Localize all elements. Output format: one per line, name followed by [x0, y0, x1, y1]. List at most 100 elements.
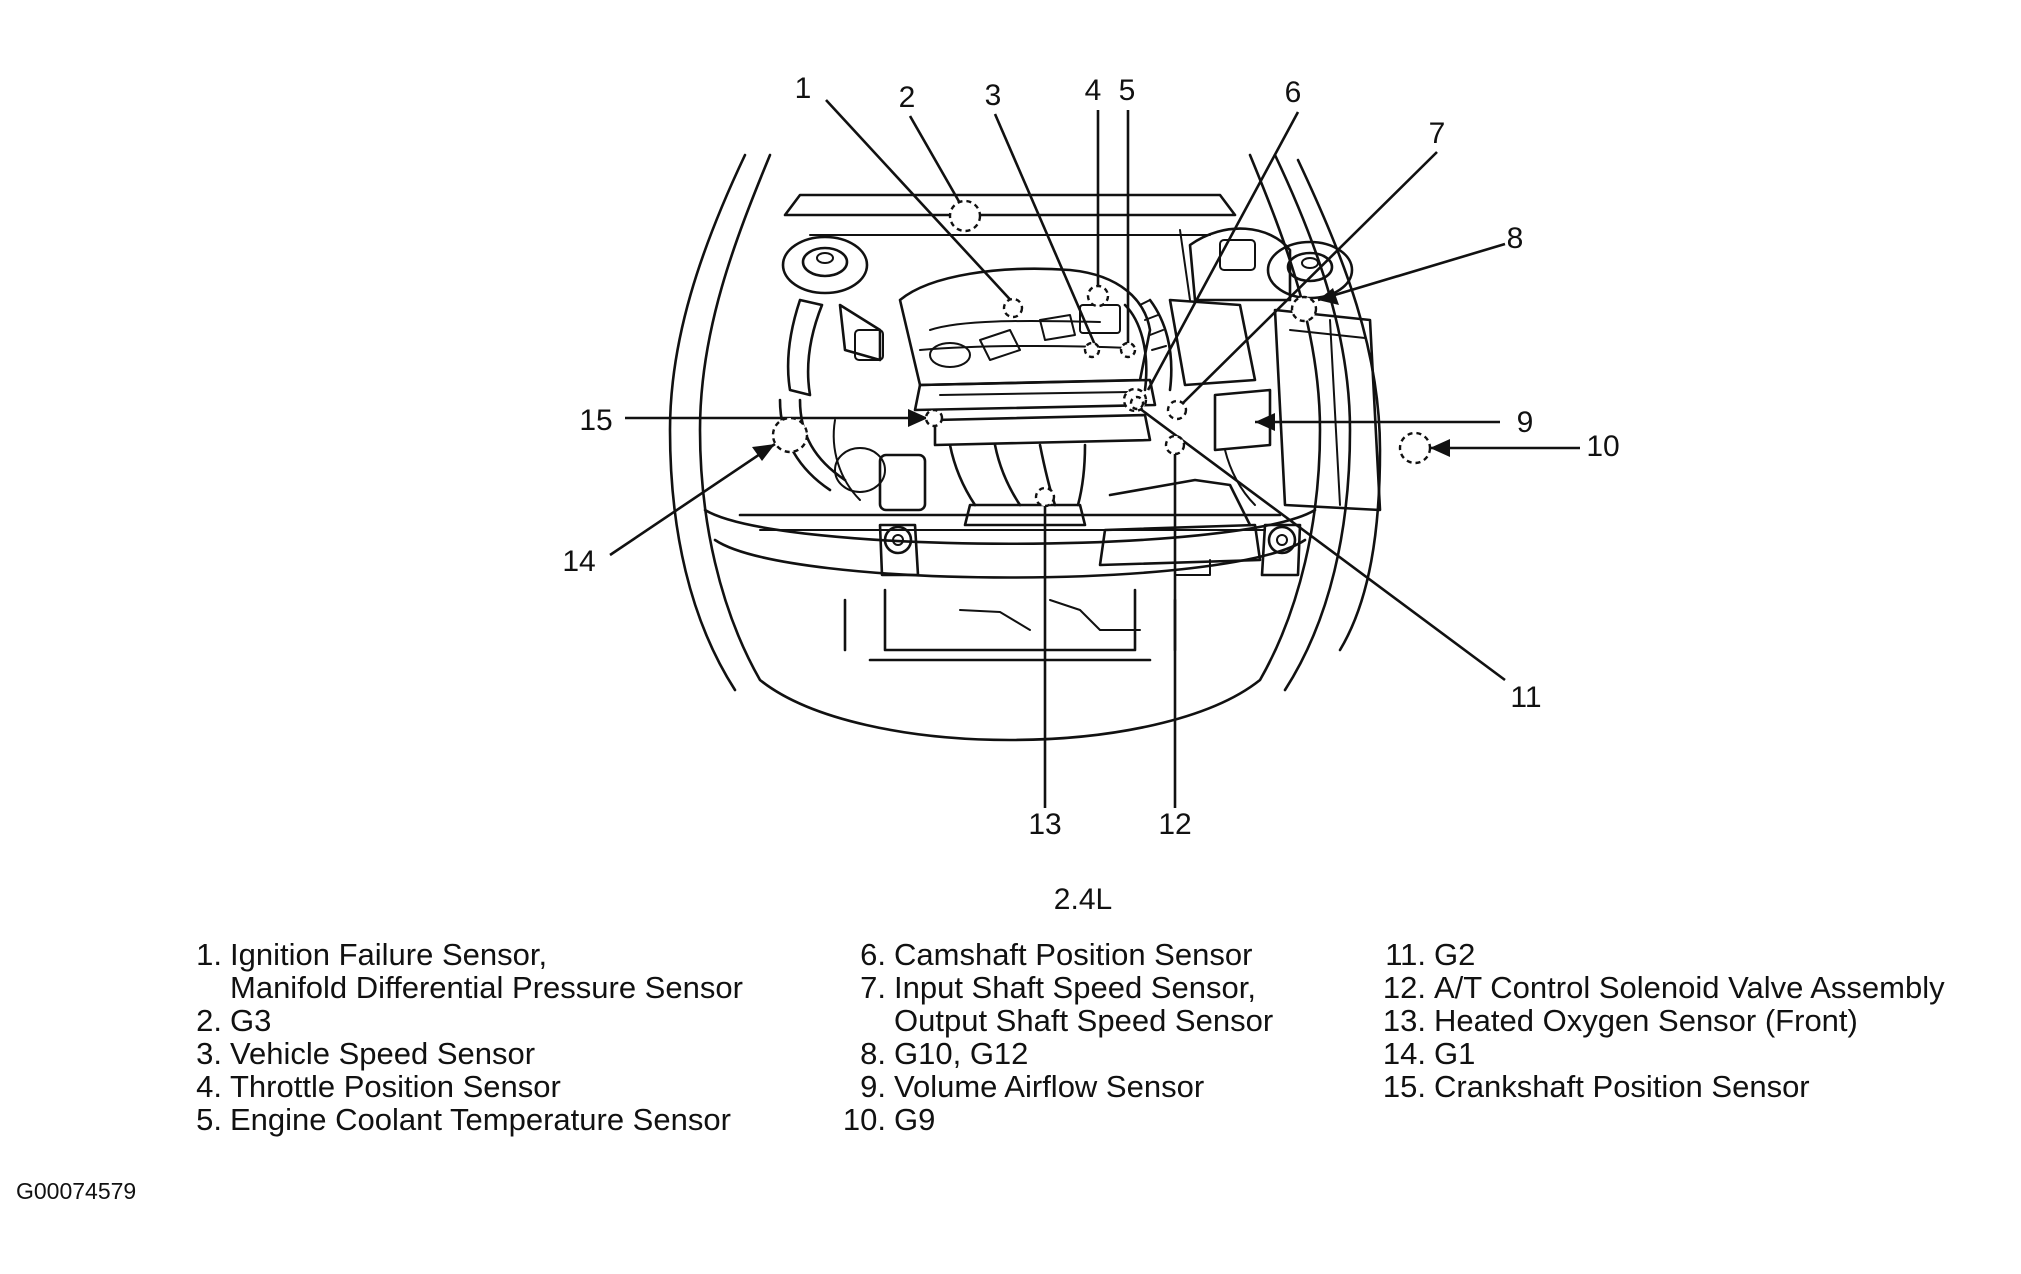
- legend-item-number: 2.: [196, 1003, 222, 1038]
- marker-3: [1083, 341, 1101, 359]
- arrow-head-8: [1318, 288, 1339, 305]
- callout-15: 15: [579, 404, 612, 437]
- legend-item-number: 5.: [196, 1102, 222, 1137]
- callout-8: 8: [1507, 222, 1524, 255]
- marker-11: [1129, 395, 1145, 411]
- callout-14: 14: [562, 545, 595, 578]
- legend-item-continuation: Manifold Differential Pressure Sensor: [182, 971, 743, 1004]
- legend-item: 1.Ignition Failure Sensor,: [182, 938, 743, 971]
- legend-item-number: 14.: [1382, 1036, 1426, 1071]
- marker-14: [771, 416, 809, 454]
- legend-item: 8.G10, G12: [830, 1037, 1273, 1070]
- callout-7: 7: [1429, 117, 1446, 150]
- callout-numbers: 1 2 3 4 5 6 7 8 9 10 11 12 13 14 15: [562, 72, 1619, 841]
- arrow-head-10: [1430, 439, 1450, 457]
- legend-item-number: 11.: [1385, 937, 1426, 972]
- legend-item-number: 8.: [860, 1036, 886, 1071]
- engine-bay-drawing: [668, 153, 1382, 742]
- arrow-head-14: [752, 444, 775, 461]
- legend-item-label: Volume Airflow Sensor: [894, 1069, 1205, 1104]
- legend-item-number: 1.: [196, 937, 222, 972]
- legend-item-number: 10.: [842, 1102, 886, 1137]
- legend-item-number: 9.: [860, 1069, 886, 1104]
- legend-item-number: 7.: [860, 970, 886, 1005]
- callout-12: 12: [1158, 808, 1191, 841]
- legend-item: 10.G9: [830, 1103, 1273, 1136]
- leader-7: [1182, 151, 1438, 404]
- leader-1: [825, 99, 1018, 308]
- legend-item: 7.Input Shaft Speed Sensor,: [830, 971, 1273, 1004]
- marker-8: [1290, 295, 1318, 323]
- legend-item: 15.Crankshaft Position Sensor: [1370, 1070, 1945, 1103]
- marker-4: [1086, 284, 1110, 308]
- legend-item-number: 15.: [1382, 1069, 1426, 1104]
- legend-item-label: Ignition Failure Sensor,: [230, 937, 548, 972]
- legend-item: 9.Volume Airflow Sensor: [830, 1070, 1273, 1103]
- callout-5: 5: [1119, 74, 1136, 107]
- callout-4: 4: [1085, 74, 1102, 107]
- marker-10: [1398, 431, 1432, 465]
- legend-item: 12.A/T Control Solenoid Valve Assembly: [1370, 971, 1945, 1004]
- legend-item-label: Vehicle Speed Sensor: [230, 1036, 536, 1071]
- legend-item-label: Camshaft Position Sensor: [894, 937, 1253, 972]
- callout-1: 1: [795, 72, 812, 105]
- legend-item-label: G9: [894, 1102, 936, 1137]
- legend-item-label: Engine Coolant Temperature Sensor: [230, 1102, 731, 1137]
- arrow-head-9: [1255, 413, 1275, 431]
- legend-item-number: 4.: [196, 1069, 222, 1104]
- marker-15: [924, 408, 944, 428]
- legend-column-1: 1.Ignition Failure Sensor,Manifold Diffe…: [182, 938, 743, 1136]
- legend-item-label: A/T Control Solenoid Valve Assembly: [1434, 970, 1945, 1005]
- leader-6: [1146, 111, 1300, 391]
- legend-item: 14.G1: [1370, 1037, 1945, 1070]
- legend-item-label: G10, G12: [894, 1036, 1029, 1071]
- leader-11: [1134, 403, 1506, 682]
- legend-item: 11.G2: [1370, 938, 1945, 971]
- legend-item: 6.Camshaft Position Sensor: [830, 938, 1273, 971]
- callout-13: 13: [1028, 808, 1061, 841]
- marker-1: [1002, 297, 1024, 319]
- arrow-head-15: [908, 409, 928, 427]
- leader-3: [993, 113, 1097, 346]
- legend-item-number: 12.: [1382, 970, 1426, 1005]
- legend-item-label: Throttle Position Sensor: [230, 1069, 561, 1104]
- legend-item-label: Input Shaft Speed Sensor,: [894, 970, 1256, 1005]
- marker-5: [1119, 341, 1137, 359]
- callout-9: 9: [1517, 406, 1534, 439]
- leader-8: [1317, 242, 1506, 302]
- legend-item-continuation: Output Shaft Speed Sensor: [830, 1004, 1273, 1037]
- leader-lines: [609, 99, 1580, 808]
- sensor-markers: [771, 199, 1432, 508]
- legend-item-number: 6.: [860, 937, 886, 972]
- leader-14: [609, 442, 776, 557]
- callout-3: 3: [985, 79, 1002, 112]
- legend-item: 4.Throttle Position Sensor: [182, 1070, 743, 1103]
- figure-id: G00074579: [16, 1178, 137, 1204]
- legend-item: 2.G3: [182, 1004, 743, 1037]
- legend-item: 5.Engine Coolant Temperature Sensor: [182, 1103, 743, 1136]
- legend-item-label: Heated Oxygen Sensor (Front): [1434, 1003, 1858, 1038]
- legend-item-label: Manifold Differential Pressure Sensor: [230, 970, 743, 1005]
- engine-label: 2.4L: [1054, 883, 1112, 916]
- legend-item-number: 3.: [196, 1036, 222, 1071]
- callout-10: 10: [1586, 430, 1619, 463]
- callout-2: 2: [899, 81, 916, 114]
- marker-2: [948, 199, 982, 233]
- legend-item-label: Crankshaft Position Sensor: [1434, 1069, 1810, 1104]
- arrow-heads: [752, 288, 1450, 461]
- marker-7: [1166, 399, 1188, 421]
- legend-item-label: G3: [230, 1003, 272, 1038]
- callout-11: 11: [1510, 681, 1541, 714]
- legend-item-label: G2: [1434, 937, 1476, 972]
- callout-6: 6: [1285, 76, 1302, 109]
- marker-13: [1034, 486, 1056, 508]
- legend-item: 3.Vehicle Speed Sensor: [182, 1037, 743, 1070]
- legend-item-label: Output Shaft Speed Sensor: [894, 1003, 1274, 1038]
- legend-item-number: 13.: [1382, 1003, 1426, 1038]
- marker-12: [1164, 434, 1186, 456]
- legend-item: 13.Heated Oxygen Sensor (Front): [1370, 1004, 1945, 1037]
- leader-2: [908, 115, 967, 213]
- legend-item-label: G1: [1434, 1036, 1476, 1071]
